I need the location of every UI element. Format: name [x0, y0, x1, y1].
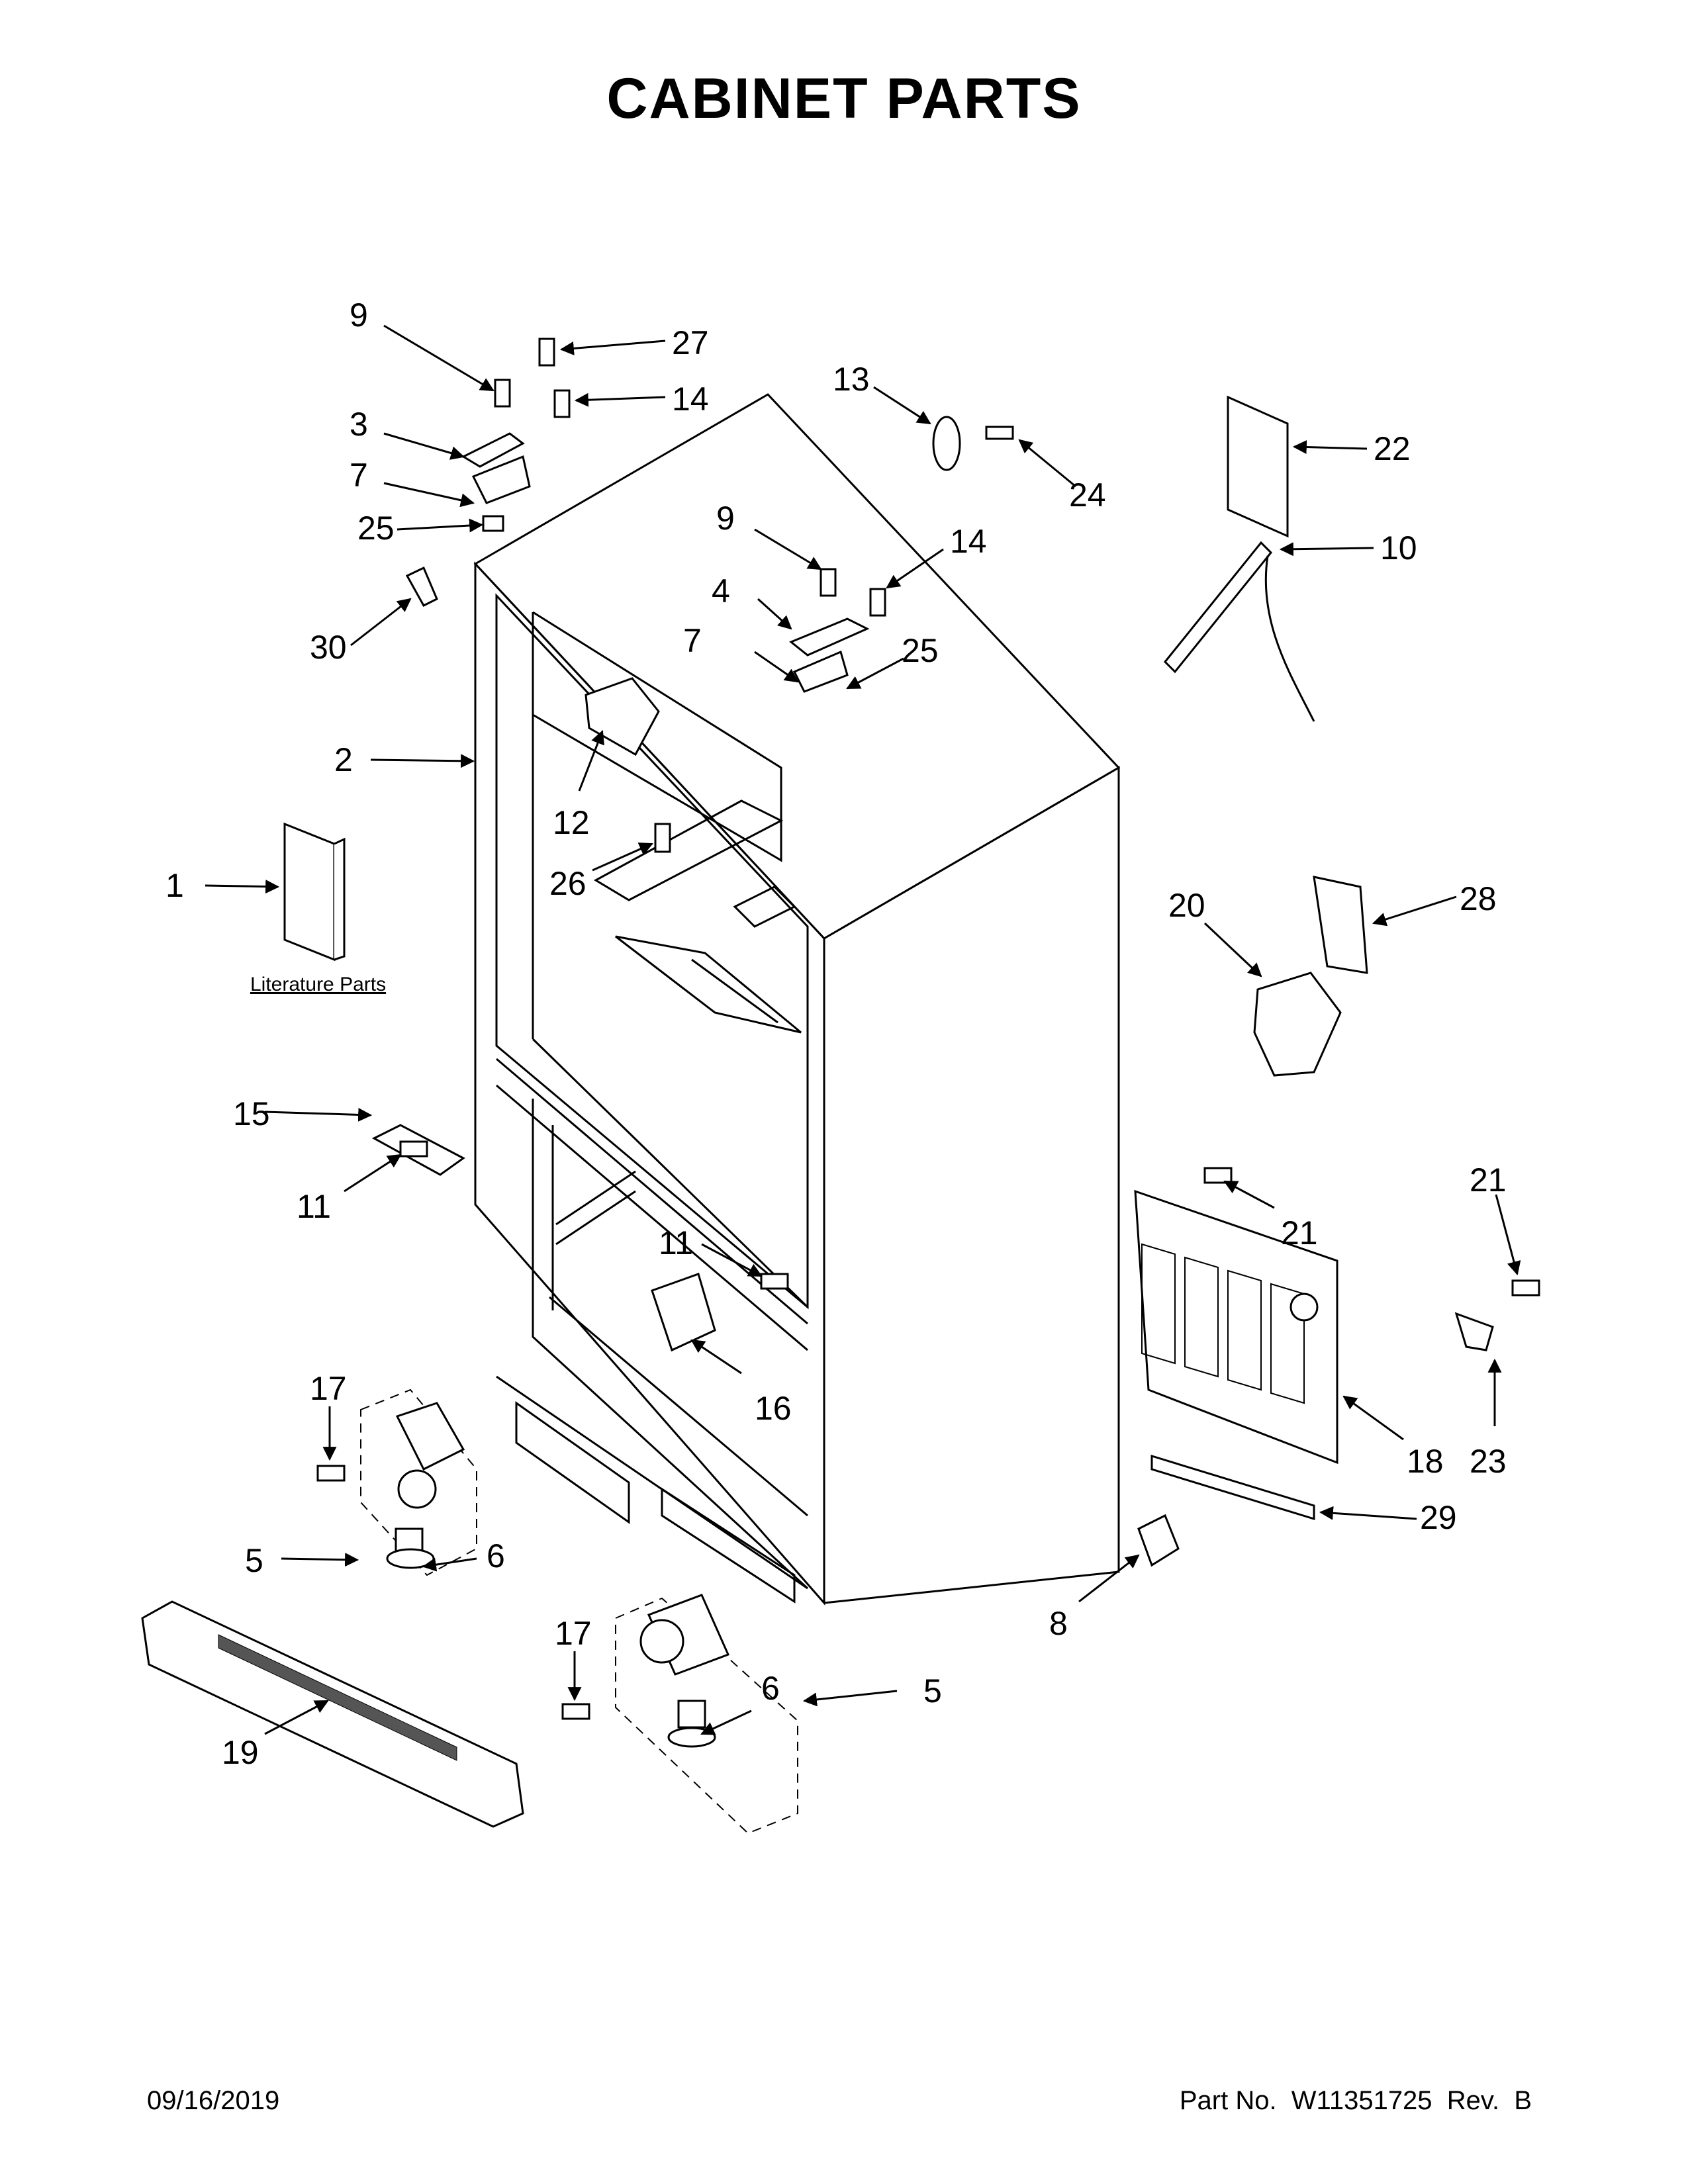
callout-13: 13: [833, 361, 870, 398]
footer-date: 09/16/2019: [147, 2086, 280, 2115]
callout-28: 28: [1460, 880, 1497, 917]
callout-19: 19: [222, 1734, 259, 1771]
callout-14b: 14: [950, 523, 987, 560]
footer-part-number: Part No. W11351725 Rev. B: [1180, 2086, 1532, 2116]
callout-5b: 5: [923, 1672, 942, 1709]
rev-value: B: [1514, 2086, 1532, 2115]
part-number: W11351725: [1291, 2086, 1432, 2115]
callout-9: 9: [350, 296, 368, 334]
callout-11b: 11: [659, 1224, 693, 1261]
callout-6: 6: [487, 1537, 505, 1574]
callout-8: 8: [1049, 1605, 1068, 1642]
callout-15: 15: [233, 1095, 270, 1132]
callout-26: 26: [549, 865, 586, 902]
callout-1: 1: [165, 867, 184, 904]
callout-9b: 9: [716, 500, 735, 537]
callout-23: 23: [1470, 1443, 1507, 1480]
rev-label: Rev.: [1446, 2086, 1500, 2115]
page-title: CABINET PARTS: [606, 67, 1082, 130]
callout-27: 27: [672, 324, 709, 361]
callout-21b: 21: [1470, 1161, 1507, 1199]
callout-17b: 17: [555, 1615, 592, 1652]
cabinet-body: [473, 393, 1121, 1606]
callout-18: 18: [1407, 1443, 1444, 1480]
callout-5: 5: [245, 1542, 263, 1579]
callout-22: 22: [1374, 430, 1411, 467]
callout-14: 14: [672, 381, 709, 418]
callout-7b: 7: [683, 622, 702, 659]
callout-12: 12: [553, 804, 590, 841]
callout-10: 10: [1380, 529, 1417, 567]
literature-parts-label: Literature Parts: [250, 974, 386, 995]
callout-20: 20: [1168, 887, 1205, 924]
callout-29: 29: [1420, 1499, 1457, 1536]
callout-4: 4: [712, 572, 730, 610]
callout-6b: 6: [761, 1670, 780, 1707]
callout-17: 17: [310, 1370, 347, 1407]
part-label: Part No.: [1179, 2086, 1277, 2115]
callout-30: 30: [310, 629, 347, 666]
callout-21: 21: [1281, 1214, 1318, 1251]
callout-2: 2: [334, 741, 353, 778]
callout-25: 25: [357, 510, 395, 547]
callout-3: 3: [350, 406, 368, 443]
literature-parts-shape: [283, 822, 336, 962]
parts: [141, 338, 1540, 1835]
callout-16: 16: [755, 1390, 792, 1427]
callout-24: 24: [1069, 477, 1106, 514]
callout-leaders: [205, 324, 1521, 1735]
callout-11: 11: [297, 1188, 331, 1225]
callout-7: 7: [350, 457, 368, 494]
callout-labels: 9 27 14 3 7 25 30 13 24 22 9 14 4 7 25 1…: [165, 296, 1507, 1771]
callout-25b: 25: [902, 632, 939, 669]
